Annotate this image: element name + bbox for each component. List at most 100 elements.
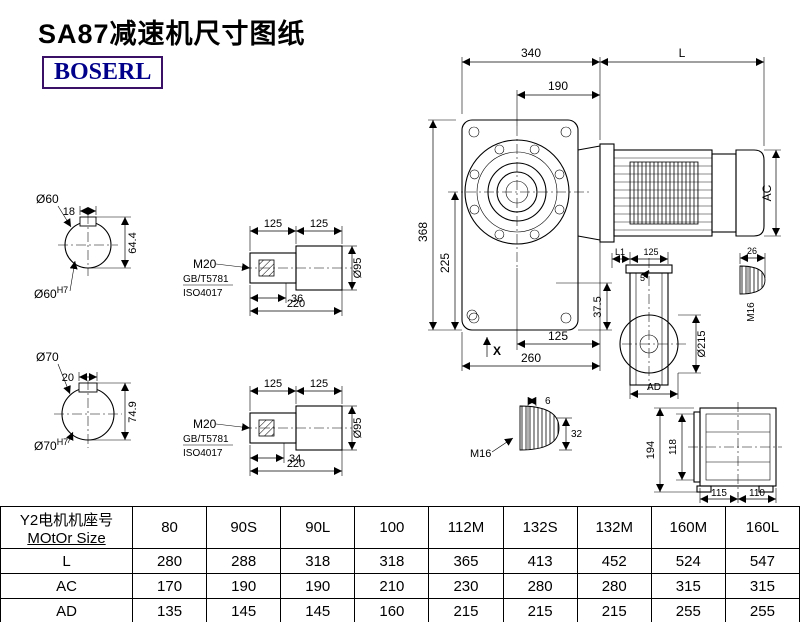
row-label: AC: [0, 573, 133, 599]
dim-225: 225: [438, 253, 452, 273]
size-col-header: 132M: [576, 506, 652, 549]
dim-118: 118: [668, 439, 679, 455]
thread-M16: M16: [470, 448, 491, 460]
table-cell: 524: [650, 548, 726, 574]
size-col-header: 160L: [724, 506, 800, 549]
table-cell: 255: [650, 598, 726, 622]
dim-194: 194: [645, 441, 657, 459]
table-cell: 215: [428, 598, 504, 622]
side-profile-view: L1 125 5 26 M16 Ø215 AD: [611, 246, 766, 399]
std-iso4017: ISO4017: [183, 448, 223, 459]
dia-95: Ø95: [352, 418, 364, 439]
table-cell: 230: [428, 573, 504, 599]
table-row-AD: AD 135 145 145 160 215 215 215 255 255: [0, 598, 800, 622]
size-col-header: 90S: [206, 506, 282, 549]
main-view: 340 L 190 368 225 AC 37.5 125 260 X: [416, 46, 781, 371]
table-cell: 413: [502, 548, 578, 574]
thread-M16-side: M16: [746, 302, 757, 322]
shaft70-end-view: 20 74.9 Ø70 Ø70H7: [34, 350, 139, 453]
table-cell: 280: [502, 573, 578, 599]
table-cell: 288: [206, 548, 282, 574]
dim-190: 190: [548, 79, 568, 93]
table-cell: 215: [502, 598, 578, 622]
dim-340: 340: [521, 46, 541, 60]
dim-125a: 125: [264, 218, 282, 230]
row-label: AD: [0, 598, 133, 622]
dim-36: 36: [291, 293, 303, 305]
dia-60-label: Ø60: [36, 192, 59, 206]
table-cell: 145: [206, 598, 282, 622]
dim-125a: 125: [264, 378, 282, 390]
table-cell: 318: [354, 548, 430, 574]
dim-AC: AC: [760, 184, 774, 201]
size-col-header: 160M: [650, 506, 726, 549]
eyebolt-plug: [739, 265, 766, 295]
std-iso4017: ISO4017: [183, 288, 223, 299]
dim-18: 18: [63, 206, 75, 218]
table-cell: 280: [131, 548, 208, 574]
table-cell: 452: [576, 548, 652, 574]
size-col-header: 100: [354, 506, 430, 549]
dim-6: 6: [545, 396, 551, 407]
thread-M20: M20: [193, 417, 217, 431]
table-cell: 315: [724, 573, 800, 599]
table-row-L: L 280 288 318 318 365 413 452 524 547: [0, 548, 800, 574]
gearbox-housing: [461, 119, 579, 331]
table-row-AC: AC 170 190 190 210 230 280 280 315 315: [0, 573, 800, 599]
drain-plug: [466, 309, 478, 321]
dim-5: 5: [640, 273, 645, 283]
page-title: SA87减速机尺寸图纸: [38, 19, 306, 49]
dim-74-9: 74.9: [127, 401, 139, 422]
dim-260: 260: [521, 351, 541, 365]
motor-endbell: [711, 153, 737, 233]
dim-L: L: [679, 46, 686, 60]
dim-AD: AD: [647, 382, 661, 393]
table-cell: 255: [724, 598, 800, 622]
shaft70-side-view: M20 GB/T5781 ISO4017 125 125 34 220 Ø95: [183, 378, 364, 476]
shaft70-bore: [61, 387, 115, 441]
table-cell: 215: [576, 598, 652, 622]
dim-26: 26: [747, 246, 757, 256]
size-col-header: 112M: [428, 506, 504, 549]
std-gbt5781: GB/T5781: [183, 434, 229, 445]
table-cell: 145: [280, 598, 356, 622]
dim-37-5: 37.5: [592, 296, 604, 317]
bore-60H7-label: Ø60H7: [34, 285, 68, 301]
dim-368: 368: [416, 222, 430, 242]
dim-L1: L1: [615, 247, 625, 257]
brand-logo: BOSERL: [42, 56, 164, 89]
fan-cover: [735, 149, 765, 237]
thread-M20: M20: [193, 257, 217, 271]
table-cell: 365: [428, 548, 504, 574]
size-col-header: 132S: [502, 506, 578, 549]
table-cell: 160: [354, 598, 430, 622]
shaft60-side-view: M20 GB/T5781 ISO4017 125 125 36 220 Ø95: [183, 218, 364, 316]
size-col-header: 90L: [280, 506, 356, 549]
dim-125-side: 125: [643, 247, 658, 257]
dim-220: 220: [287, 458, 305, 470]
dim-64-4: 64.4: [127, 232, 139, 253]
dim-110: 110: [749, 488, 765, 499]
size-col-header: 80: [131, 506, 208, 549]
table-cell: 318: [280, 548, 356, 574]
dim-125-bottom: 125: [548, 329, 568, 343]
table-cell: 315: [650, 573, 726, 599]
motor-flange: [599, 143, 615, 243]
plug-detail-view: 6 32 M16: [470, 396, 583, 460]
table-header-motor-size: Y2电机机座号 MOtOr Size: [0, 506, 133, 549]
table-cell: 190: [206, 573, 282, 599]
table-cell: 280: [576, 573, 652, 599]
header-cn: Y2电机机座号: [19, 511, 114, 529]
dia-215: Ø215: [696, 331, 708, 358]
header-en: MOtOr Size: [27, 529, 106, 547]
dim-115: 115: [711, 488, 727, 499]
dim-32: 32: [571, 429, 583, 440]
table-cell: 190: [280, 573, 356, 599]
rear-view: 194 118 115 110: [645, 402, 782, 503]
dim-125b: 125: [310, 218, 328, 230]
table-cell: 170: [131, 573, 208, 599]
std-gbt5781: GB/T5781: [183, 274, 229, 285]
label-X: X: [493, 344, 501, 358]
dim-220: 220: [287, 298, 305, 310]
